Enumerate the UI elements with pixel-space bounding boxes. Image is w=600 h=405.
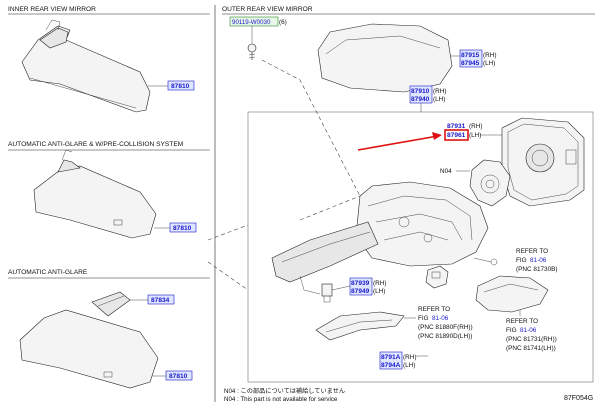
mirror-glass-drawing: [501, 117, 585, 207]
leader-refer-1: [473, 257, 492, 263]
dash-connector-1: [207, 224, 249, 241]
part-87949[interactable]: 87949: [351, 288, 370, 295]
section-anti-glare-pcs: AUTOMATIC ANTI-GLARE & W/PRE-COLLISION S…: [8, 141, 183, 148]
refer-3-line1: REFER TO: [506, 318, 538, 325]
inner-mirror-anti-glare-drawing: [19, 291, 159, 389]
part-87939[interactable]: 87939: [351, 280, 370, 287]
part-87810-c-box[interactable]: [165, 370, 193, 381]
part-87910-side: (RH): [433, 88, 447, 95]
part-8791a-box[interactable]: [379, 351, 403, 370]
section-anti-glare: AUTOMATIC ANTI-GLARE: [8, 269, 88, 276]
part-87915-side: (RH): [483, 52, 497, 59]
part-87810-c[interactable]: 87810: [169, 373, 188, 380]
side-lamp-drawing: [475, 275, 549, 313]
refer-1-fig-prefix: FIG: [516, 257, 527, 264]
dash-connector-3: [261, 59, 361, 197]
refer-3-fig[interactable]: 81-06: [520, 327, 537, 334]
part-n04[interactable]: N04: [440, 168, 452, 175]
refer-3-fig-prefix: FIG: [506, 327, 517, 334]
part-90119-box[interactable]: [229, 16, 279, 27]
mirror-cover-drawing: [317, 23, 453, 93]
part-87810-a[interactable]: 87810: [171, 83, 190, 90]
part-87939-box[interactable]: [349, 277, 373, 296]
part-87834-box[interactable]: [147, 294, 175, 305]
mirror-housing-drawing: [355, 181, 489, 267]
refer-2-line1: REFER TO: [418, 306, 450, 313]
part-87961[interactable]: 87961: [447, 132, 466, 139]
note-jp: N04 : この部品については補給していません: [224, 387, 345, 395]
part-87810-b-box[interactable]: [169, 222, 197, 233]
part-87910[interactable]: 87910: [411, 88, 430, 95]
screw-icon: [247, 43, 257, 60]
part-87931[interactable]: 87931: [447, 123, 466, 130]
refer-2-fig-prefix: FIG: [418, 315, 429, 322]
part-87940-side: (LH): [433, 96, 445, 103]
mirror-base-drawing: [271, 221, 379, 295]
refer-1-line1: REFER TO: [516, 248, 548, 255]
small-connector-drawing: [425, 265, 449, 289]
inner-mirror-drawing: [21, 19, 151, 113]
refer-2-pnc2: (PNC 81890D(LH)): [418, 333, 472, 340]
refer-3-pnc2: (PNC 81741(LH)): [506, 345, 556, 352]
part-87810-b[interactable]: 87810: [173, 225, 192, 232]
refer-1-fig[interactable]: 81-06: [530, 257, 547, 264]
part-87961-side: (LH): [469, 132, 481, 139]
dash-connector-2: [207, 261, 249, 291]
part-87945-side: (LH): [483, 60, 495, 67]
highlight-87961: [444, 129, 469, 141]
part-8791a-side: (RH): [403, 354, 417, 361]
refer-1-pnc: (PNC 81730B): [516, 266, 558, 273]
refer-2-pnc1: (PNC 81880F(RH)): [418, 324, 473, 331]
section-inner-mirror: INNER REAR VIEW MIRROR: [8, 6, 96, 13]
part-87834[interactable]: 87834: [151, 297, 170, 304]
dash-connector-4: [299, 195, 361, 221]
actuator-drawing: [469, 159, 511, 207]
inner-mirror-pcs-drawing: [33, 149, 157, 239]
turn-signal-drawing: [315, 311, 405, 341]
connector-icon: [490, 258, 498, 266]
part-87810-a-box[interactable]: [167, 80, 195, 91]
part-8791a[interactable]: 8791A: [381, 354, 401, 361]
part-87931-side: (RH): [469, 123, 483, 130]
part-87915[interactable]: 87915: [461, 52, 480, 59]
part-8794a-side: (LH): [403, 362, 415, 369]
red-arrow-icon: [357, 132, 442, 151]
part-87940[interactable]: 87940: [411, 96, 430, 103]
leader-87939: [331, 285, 351, 291]
part-87945[interactable]: 87945: [461, 60, 480, 67]
assembly-frame: [247, 111, 594, 383]
diagram-id: 87F054G: [564, 395, 593, 402]
part-90119[interactable]: 90119-W0030: [232, 19, 271, 26]
part-87915-box[interactable]: [459, 49, 483, 68]
bulb-socket-drawing: [321, 283, 333, 303]
section-outer-mirror: OUTER REAR VIEW MIRROR: [222, 6, 313, 13]
refer-2-fig[interactable]: 81-06: [432, 315, 449, 322]
part-8794a[interactable]: 8794A: [381, 362, 401, 369]
note-en: N04 : This part is not available for ser…: [224, 396, 338, 403]
refer-3-pnc1: (PNC 81731(RH)): [506, 336, 557, 343]
part-90119-qty: (6): [279, 19, 287, 26]
part-87939-side: (RH): [373, 280, 387, 287]
part-87949-side: (LH): [373, 288, 385, 295]
